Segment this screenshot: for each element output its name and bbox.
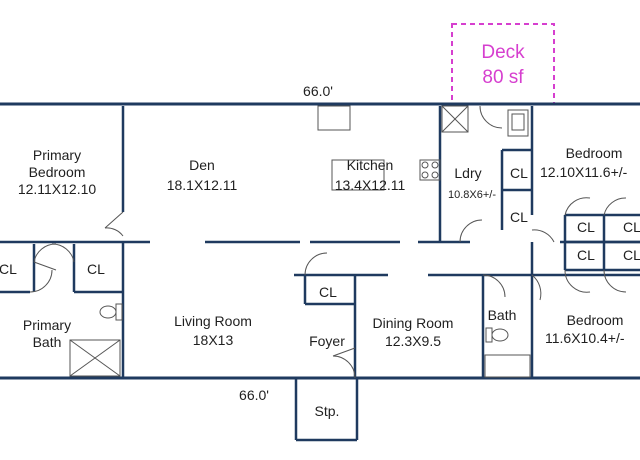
- svg-text:Den: Den: [189, 157, 215, 173]
- svg-text:Bedroom: Bedroom: [566, 145, 623, 161]
- top-dimension: 66.0': [303, 83, 333, 99]
- svg-text:12.11X12.10: 12.11X12.10: [18, 181, 97, 197]
- room-laundry: Ldry 10.8X6+/-: [448, 165, 496, 201]
- fixtures: [69, 105, 531, 378]
- closet-labels: CL CL CL CL CL CL CL CL CL: [0, 165, 640, 300]
- deck-outline: [451, 23, 555, 105]
- water-heater-icon: [441, 105, 469, 133]
- svg-text:Foyer: Foyer: [309, 333, 345, 349]
- bottom-dimension: 66.0': [239, 387, 269, 403]
- exterior-walls: [0, 102, 640, 380]
- closet-label: CL: [510, 165, 528, 181]
- svg-text:Bedroom: Bedroom: [29, 164, 86, 180]
- svg-text:Living Room: Living Room: [174, 313, 252, 329]
- svg-text:Primary: Primary: [23, 317, 71, 333]
- closet-label: CL: [0, 261, 17, 277]
- svg-text:10.8X6+/-: 10.8X6+/-: [448, 189, 496, 201]
- room-den: Den 18.1X12.11: [167, 157, 238, 193]
- door-swings: [29, 105, 627, 379]
- svg-text:11.6X10.4+/-: 11.6X10.4+/-: [545, 330, 625, 346]
- cooktop-icon: [419, 159, 441, 181]
- closet-label: CL: [623, 219, 640, 235]
- deck-title: Deck: [481, 42, 525, 63]
- closet-label: CL: [510, 209, 528, 225]
- room-foyer: Foyer: [309, 333, 345, 349]
- svg-text:Stp.: Stp.: [315, 403, 340, 419]
- room-bath: Bath: [488, 307, 517, 323]
- interior-walls: [0, 106, 640, 442]
- closet-label: CL: [577, 219, 595, 235]
- room-bedroom-ne: Bedroom 12.10X11.6+/-: [540, 145, 628, 180]
- kitchen-counter: [331, 159, 385, 191]
- room-dining: Dining Room 12.3X9.5: [373, 315, 454, 349]
- closet-label: CL: [87, 261, 105, 277]
- room-primary-bedroom: Primary Bedroom 12.11X12.10: [18, 147, 97, 197]
- range-hood-icon: [317, 105, 351, 131]
- svg-text:18X13: 18X13: [193, 332, 234, 348]
- bathtub-icon: [484, 354, 531, 378]
- svg-text:Primary: Primary: [33, 147, 81, 163]
- deck-area: 80 sf: [482, 67, 524, 88]
- svg-text:Bath: Bath: [33, 334, 62, 350]
- toilet-icon: [99, 305, 117, 319]
- svg-text:12.10X11.6+/-: 12.10X11.6+/-: [540, 164, 628, 180]
- svg-text:13.4X12.11: 13.4X12.11: [335, 177, 406, 193]
- bath-toilet-icon: [491, 328, 509, 342]
- room-living: Living Room 18X13: [174, 313, 252, 348]
- closet-label: CL: [577, 247, 595, 263]
- closet-label: CL: [319, 284, 337, 300]
- svg-text:Bedroom: Bedroom: [567, 312, 624, 328]
- shower-icon: [69, 339, 121, 377]
- deck: Deck 80 sf: [451, 23, 555, 105]
- svg-text:Bath: Bath: [488, 307, 517, 323]
- closet-label: CL: [623, 247, 640, 263]
- svg-text:Kitchen: Kitchen: [347, 157, 394, 173]
- svg-text:12.3X9.5: 12.3X9.5: [385, 333, 441, 349]
- room-kitchen: Kitchen 13.4X12.11: [335, 157, 406, 193]
- room-stoop: Stp.: [315, 403, 340, 419]
- laundry-sink-icon: [507, 109, 529, 137]
- svg-text:Dining Room: Dining Room: [373, 315, 454, 331]
- room-primary-bath: Primary Bath: [23, 317, 71, 350]
- svg-text:18.1X12.11: 18.1X12.11: [167, 177, 238, 193]
- room-bedroom-se: Bedroom 11.6X10.4+/-: [545, 312, 625, 346]
- svg-text:Ldry: Ldry: [454, 165, 481, 181]
